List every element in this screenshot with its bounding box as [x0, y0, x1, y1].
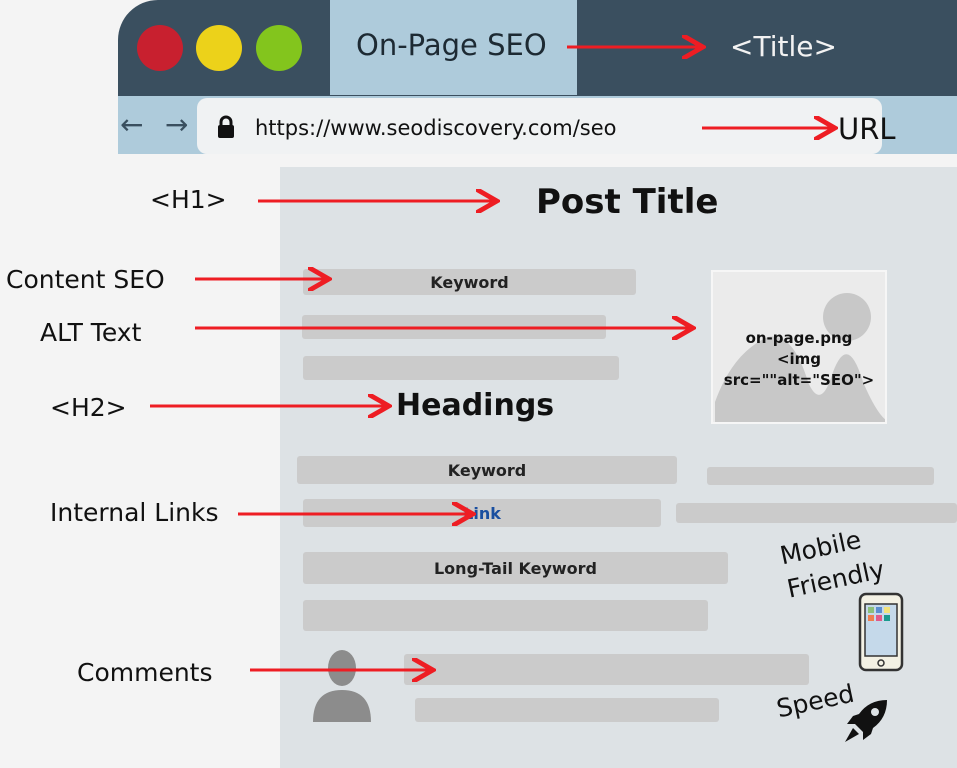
- long-tail-keyword-line: Long-Tail Keyword: [303, 552, 728, 584]
- h1-label: <H1>: [150, 185, 227, 214]
- tab-title: On-Page SEO: [356, 28, 547, 62]
- address-bar[interactable]: [197, 98, 882, 154]
- browser-tab[interactable]: [330, 0, 577, 95]
- maximize-window-button[interactable]: [256, 25, 302, 71]
- content-seo-label: Content SEO: [6, 265, 165, 294]
- keyword-text-line: Keyword: [297, 456, 677, 484]
- comment-line: [415, 698, 719, 722]
- post-title: Post Title: [536, 182, 719, 222]
- alt-text-label: ALT Text: [40, 318, 142, 347]
- internal-link[interactable]: Link: [303, 499, 661, 527]
- headings-text: Headings: [396, 388, 555, 423]
- internal-links-label: Internal Links: [50, 498, 219, 527]
- text-line: [303, 600, 708, 631]
- rocket-icon: [845, 700, 887, 742]
- image-alt-tag: <img src=""alt="SEO">: [723, 350, 875, 389]
- lock-icon: [218, 115, 234, 138]
- back-arrow-icon[interactable]: ←: [120, 108, 144, 141]
- title-tag-label: <Title>: [730, 30, 837, 63]
- close-window-button[interactable]: [137, 25, 183, 71]
- image-filename: on-page.png: [745, 329, 853, 347]
- keyword-text-line: Keyword: [303, 269, 636, 295]
- image-placeholder: on-page.png <img src=""alt="SEO">: [711, 270, 887, 424]
- minimize-window-button[interactable]: [196, 25, 242, 71]
- forward-arrow-icon[interactable]: →: [165, 108, 189, 141]
- comments-label: Comments: [77, 658, 213, 687]
- smartphone-icon: [858, 592, 904, 672]
- user-avatar-icon: [313, 650, 371, 722]
- comment-line: [404, 654, 809, 685]
- image-placeholder-icon: [715, 293, 885, 422]
- text-line: [303, 356, 619, 380]
- url-label: URL: [838, 112, 896, 146]
- text-line: [707, 467, 934, 485]
- h2-label: <H2>: [50, 393, 127, 422]
- text-line: [676, 503, 957, 523]
- text-line: [302, 315, 606, 339]
- url-text[interactable]: https://www.seodiscovery.com/seo: [255, 116, 617, 140]
